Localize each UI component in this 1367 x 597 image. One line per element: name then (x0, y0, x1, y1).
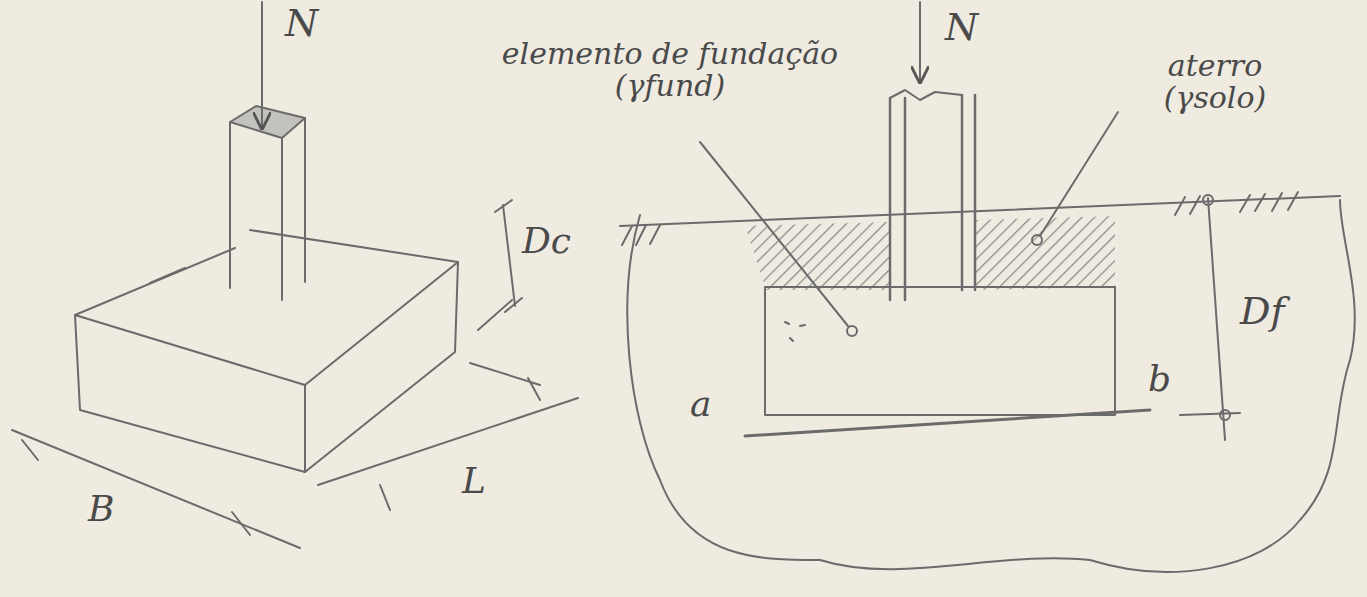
ground-hatch (622, 192, 1298, 245)
dim-l (318, 363, 578, 510)
leader (700, 112, 1118, 336)
dimension-label: Df (1240, 292, 1285, 332)
backfill (745, 216, 1115, 290)
soil-outline (627, 200, 1354, 572)
point-label: b (1148, 360, 1171, 398)
callout-label: elemento de fundação (γfund) (480, 38, 860, 101)
column-section (890, 95, 975, 300)
aggregate (785, 322, 805, 341)
load-label: N (285, 4, 318, 44)
lean-concrete (745, 410, 1150, 436)
load-arrow (261, 2, 263, 128)
callout-label: aterro (γsolo) (1120, 50, 1310, 113)
dim-df (1180, 195, 1240, 440)
footing-section (765, 287, 1115, 415)
dim-dc (478, 200, 522, 330)
dimension-label: B (88, 490, 114, 528)
ground-line (620, 196, 1340, 226)
column (230, 106, 305, 300)
load-arrow (919, 2, 921, 82)
dimension-label: L (462, 462, 486, 500)
footing-block (75, 230, 458, 472)
load-label: N (945, 8, 978, 48)
dim-b (12, 430, 300, 548)
dimension-label: Dc (522, 222, 571, 260)
point-label: a (690, 385, 711, 423)
